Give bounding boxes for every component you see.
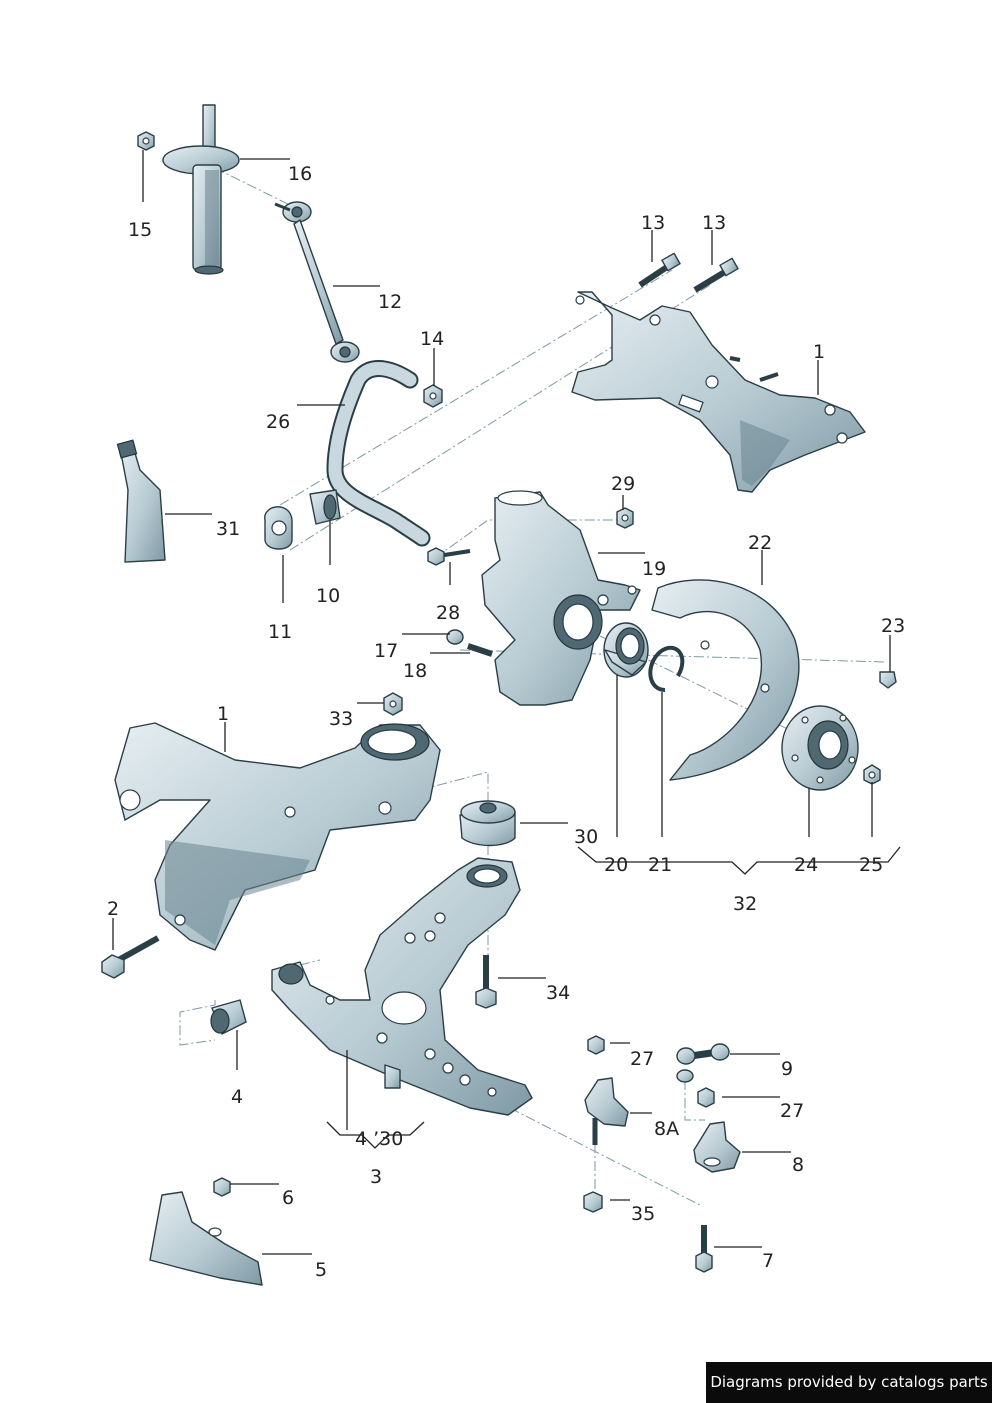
wheel-bearing-housing — [481, 490, 641, 706]
label-11: 11 — [268, 621, 292, 643]
label-32: 32 — [733, 893, 757, 915]
label-3: 3 — [370, 1166, 382, 1188]
label-19: 19 — [642, 558, 666, 580]
subframe-lower — [114, 722, 441, 951]
label-10: 10 — [316, 585, 340, 607]
label-13b: 13 — [702, 212, 726, 234]
rubber-bush-4 — [210, 999, 247, 1035]
label-35: 35 — [631, 1203, 655, 1225]
bolt-34 — [475, 955, 497, 1009]
stabiliser-bar — [326, 359, 431, 547]
rubber-bush-30 — [459, 800, 516, 847]
nut-29 — [616, 507, 634, 529]
label-28: 28 — [436, 602, 460, 624]
grease-tube — [116, 439, 166, 563]
label-7: 7 — [762, 1250, 774, 1272]
nut-15 — [137, 131, 155, 151]
nut-27-upper — [587, 1035, 605, 1055]
label-23: 23 — [881, 615, 905, 637]
shock-absorber — [162, 104, 240, 275]
label-15: 15 — [128, 219, 152, 241]
label-18: 18 — [403, 660, 427, 682]
label-31: 31 — [216, 518, 240, 540]
label-26: 26 — [266, 411, 290, 433]
bolt-7 — [695, 1225, 713, 1273]
label-12: 12 — [378, 291, 402, 313]
screw-23 — [879, 671, 897, 689]
screw-18 — [467, 643, 493, 657]
label-20: 20 — [604, 854, 628, 876]
bracket-5 — [149, 1191, 263, 1286]
label-1-upper: 1 — [813, 341, 825, 363]
label-13a: 13 — [641, 212, 665, 234]
label-17: 17 — [374, 640, 398, 662]
label-8: 8 — [792, 1154, 804, 1176]
cover-plate — [651, 579, 800, 781]
label-21: 21 — [648, 854, 672, 876]
label-14: 14 — [420, 328, 444, 350]
link-9 — [676, 1043, 730, 1083]
screw-6 — [213, 1177, 231, 1197]
label-24: 24 — [794, 854, 818, 876]
ball-joint-8 — [693, 1121, 741, 1173]
wishbone — [271, 857, 533, 1116]
circlip-21 — [648, 645, 685, 692]
label-22: 22 — [748, 532, 772, 554]
coupling-rod — [274, 201, 360, 363]
bolt-17 — [446, 629, 464, 645]
nut-33 — [383, 692, 403, 716]
footer-credit: Diagrams provided by catalogs parts — [706, 1362, 992, 1403]
rubber-bush-10 — [309, 489, 341, 525]
label-5: 5 — [315, 1259, 327, 1281]
nut-27-lower — [697, 1087, 715, 1108]
nut-25 — [863, 764, 881, 785]
label-8A: 8A — [654, 1118, 679, 1140]
label-4: 4 — [231, 1086, 243, 1108]
subframe-upper — [571, 291, 866, 493]
label-29: 29 — [611, 473, 635, 495]
label-27-upper: 27 — [630, 1048, 654, 1070]
label-6: 6 — [282, 1187, 294, 1209]
label-1-lower: 1 — [217, 703, 229, 725]
label-2: 2 — [107, 898, 119, 920]
clamp-11 — [264, 506, 293, 550]
part-number-labels: 16 15 12 13 13 14 1 26 31 29 22 19 10 11… — [107, 163, 905, 1281]
label-34: 34 — [546, 982, 570, 1004]
label-27-lower: 27 — [780, 1100, 804, 1122]
label-33: 33 — [329, 708, 353, 730]
label-25: 25 — [859, 854, 883, 876]
label-9: 9 — [781, 1058, 793, 1080]
nut-14 — [423, 384, 443, 408]
leader-lines — [112, 150, 901, 1255]
label-4-30: 4 ’30 — [355, 1128, 403, 1150]
nut-35 — [583, 1191, 603, 1213]
label-16: 16 — [288, 163, 312, 185]
bolts-13 — [638, 252, 739, 293]
wheel-hub — [781, 705, 859, 791]
bolt-28 — [427, 547, 471, 566]
bolt-2 — [101, 935, 160, 979]
label-30: 30 — [574, 826, 598, 848]
wheel-bearing-20 — [603, 622, 649, 678]
ball-joint-8A — [584, 1077, 629, 1145]
